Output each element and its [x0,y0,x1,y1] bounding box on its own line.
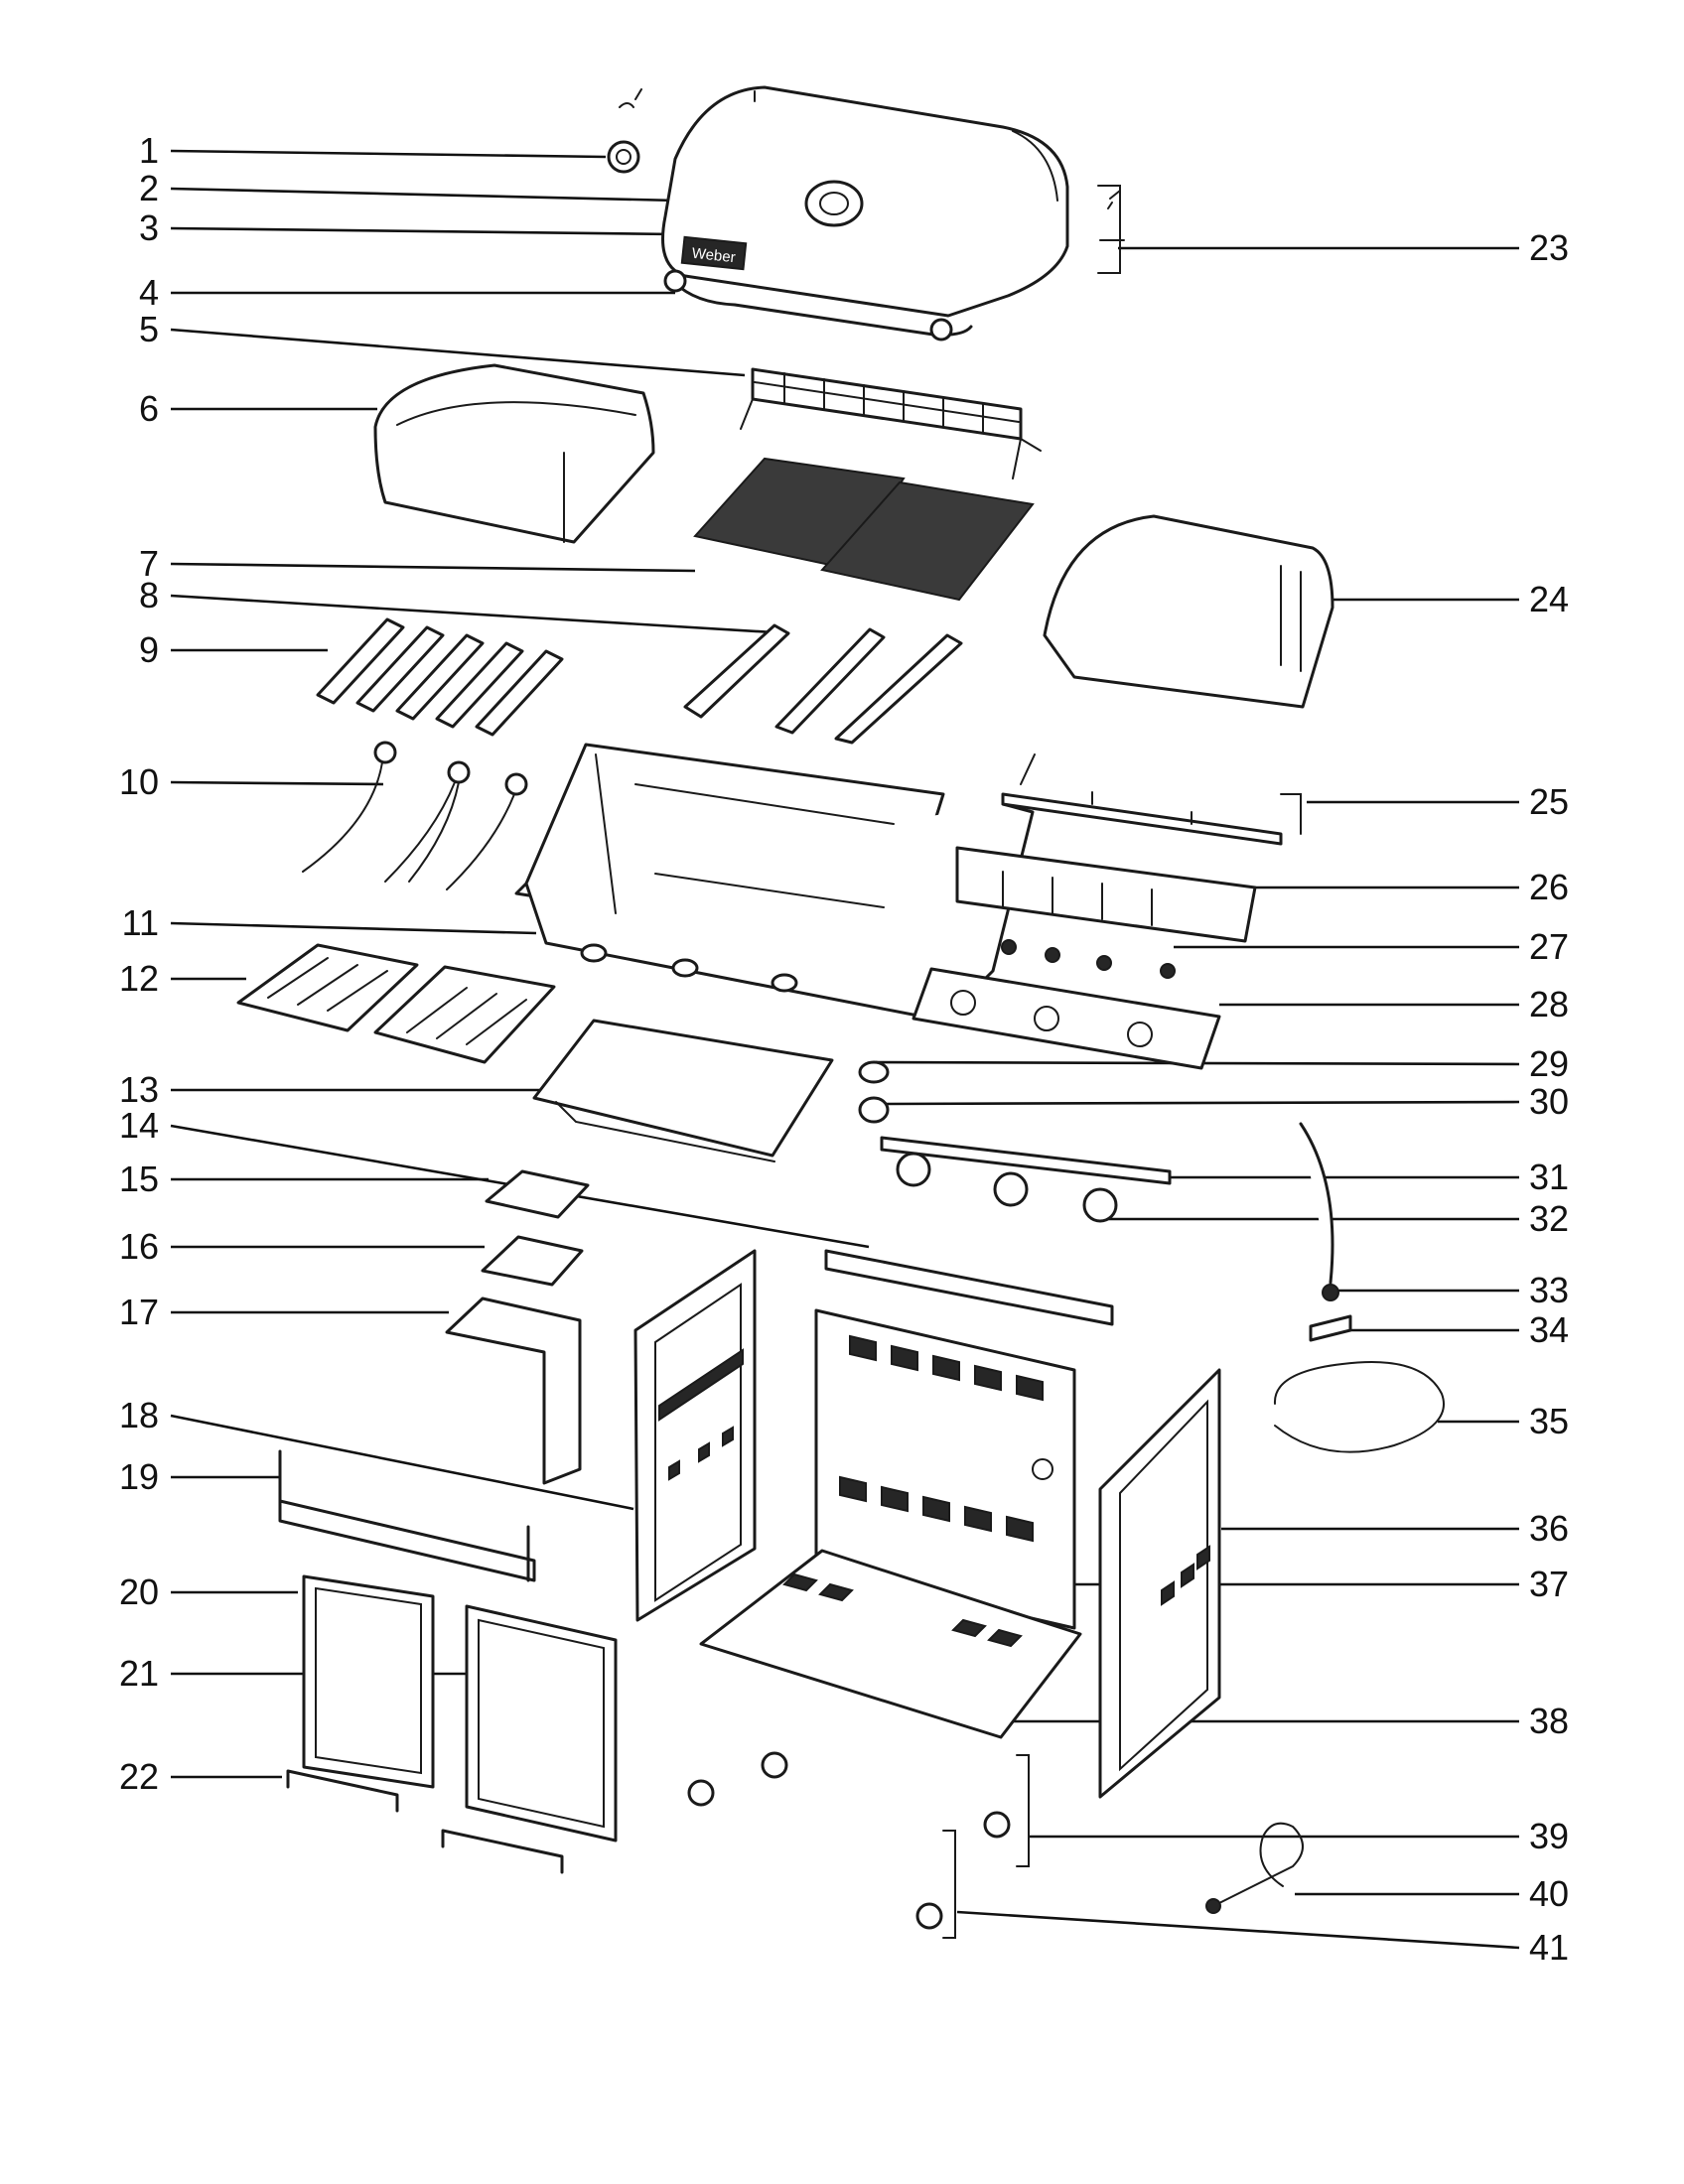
part-label-30: 30 [1529,1081,1569,1122]
leader-line-30 [885,1100,1520,1106]
part-label-11: 11 [122,902,159,943]
side-burner-lid [373,363,655,544]
part-label-4: 4 [139,272,159,313]
burner-tubes [683,623,963,745]
grill-lid: Weber [661,85,1069,341]
catch-pan-15 [485,1169,590,1219]
part-label-18: 18 [119,1395,159,1435]
part-label-40: 40 [1529,1873,1569,1914]
igniter-wire-40 [1205,1822,1304,1914]
bottom-shelf [699,1549,1082,1739]
left-side-frame [633,1249,757,1622]
leader-line-41 [956,1910,1520,1950]
part-label-31: 31 [1529,1157,1569,1197]
leader-line-5 [170,328,746,377]
bottom-tray [532,1019,834,1162]
right-side-frame [1098,1368,1221,1799]
part-label-3: 3 [139,207,159,248]
part-label-36: 36 [1529,1508,1569,1549]
part-label-8: 8 [139,575,159,615]
control-panel-frame [955,846,1257,943]
leader-line-3 [170,226,676,236]
part-label-22: 22 [119,1756,159,1797]
part-label-17: 17 [119,1292,159,1332]
gas-hose [1273,1361,1445,1453]
thermometer-part [607,88,642,174]
part-label-6: 6 [139,388,159,429]
part-label-28: 28 [1529,984,1569,1024]
part-label-9: 9 [139,629,159,670]
heat-deflectors [236,943,556,1064]
control-panel [912,967,1221,1070]
part-label-32: 32 [1529,1198,1569,1239]
part-label-24: 24 [1529,579,1569,619]
leader-line-10 [170,780,384,786]
part-label-26: 26 [1529,867,1569,907]
rear-panel [814,1308,1076,1630]
front-frame-bar [824,1249,1114,1326]
leader-line-18 [170,1414,634,1511]
cooking-grates [693,457,1035,602]
leader-line-7 [170,562,696,573]
part-label-23: 23 [1529,227,1569,268]
part-label-5: 5 [139,309,159,349]
heat-shield [880,1136,1172,1185]
hardware-screws-23 [1097,185,1125,274]
part-label-15: 15 [119,1159,159,1199]
part-number-labels: 1234567891011121314151617181920212223242… [119,130,1569,1968]
regulator-bracket [1309,1314,1352,1342]
right-side-table [1043,514,1334,709]
part-label-35: 35 [1529,1401,1569,1441]
part-label-29: 29 [1529,1043,1569,1084]
leader-line-8 [170,594,790,635]
part-label-39: 39 [1529,1816,1569,1856]
part-label-13: 13 [119,1069,159,1110]
casters [687,1751,1030,1939]
part-label-21: 21 [119,1653,159,1694]
part-label-7: 7 [139,543,159,584]
part-label-10: 10 [119,761,159,802]
manifold [1001,753,1302,846]
part-label-19: 19 [119,1456,159,1497]
part-label-2: 2 [139,168,159,208]
part-label-14: 14 [119,1105,159,1146]
catch-pan-holder [445,1297,582,1485]
warming-rack [740,367,1042,479]
control-knobs [896,1152,1118,1223]
igniter-wires [302,741,528,890]
part-label-20: 20 [119,1571,159,1612]
right-door [465,1604,618,1843]
leader-line-11 [170,921,537,935]
part-label-27: 27 [1529,926,1569,967]
part-label-25: 25 [1529,781,1569,822]
part-label-41: 41 [1529,1927,1569,1968]
lid-brand-text: Weber [691,245,736,266]
leader-line-1 [170,149,607,159]
left-door [302,1574,435,1789]
door-handles [286,1769,564,1874]
part-label-37: 37 [1529,1564,1569,1604]
part-label-12: 12 [119,958,159,999]
flavorizer-bars [316,617,564,737]
part-label-1: 1 [139,130,159,171]
part-label-34: 34 [1529,1309,1569,1350]
fuel-line [1299,1122,1339,1301]
catch-pan-16 [481,1235,584,1287]
part-label-16: 16 [119,1226,159,1267]
valve-stems [1001,939,1176,979]
cart-bar [278,1449,536,1582]
part-label-33: 33 [1529,1270,1569,1310]
igniter-button [858,1060,890,1124]
part-label-38: 38 [1529,1701,1569,1741]
